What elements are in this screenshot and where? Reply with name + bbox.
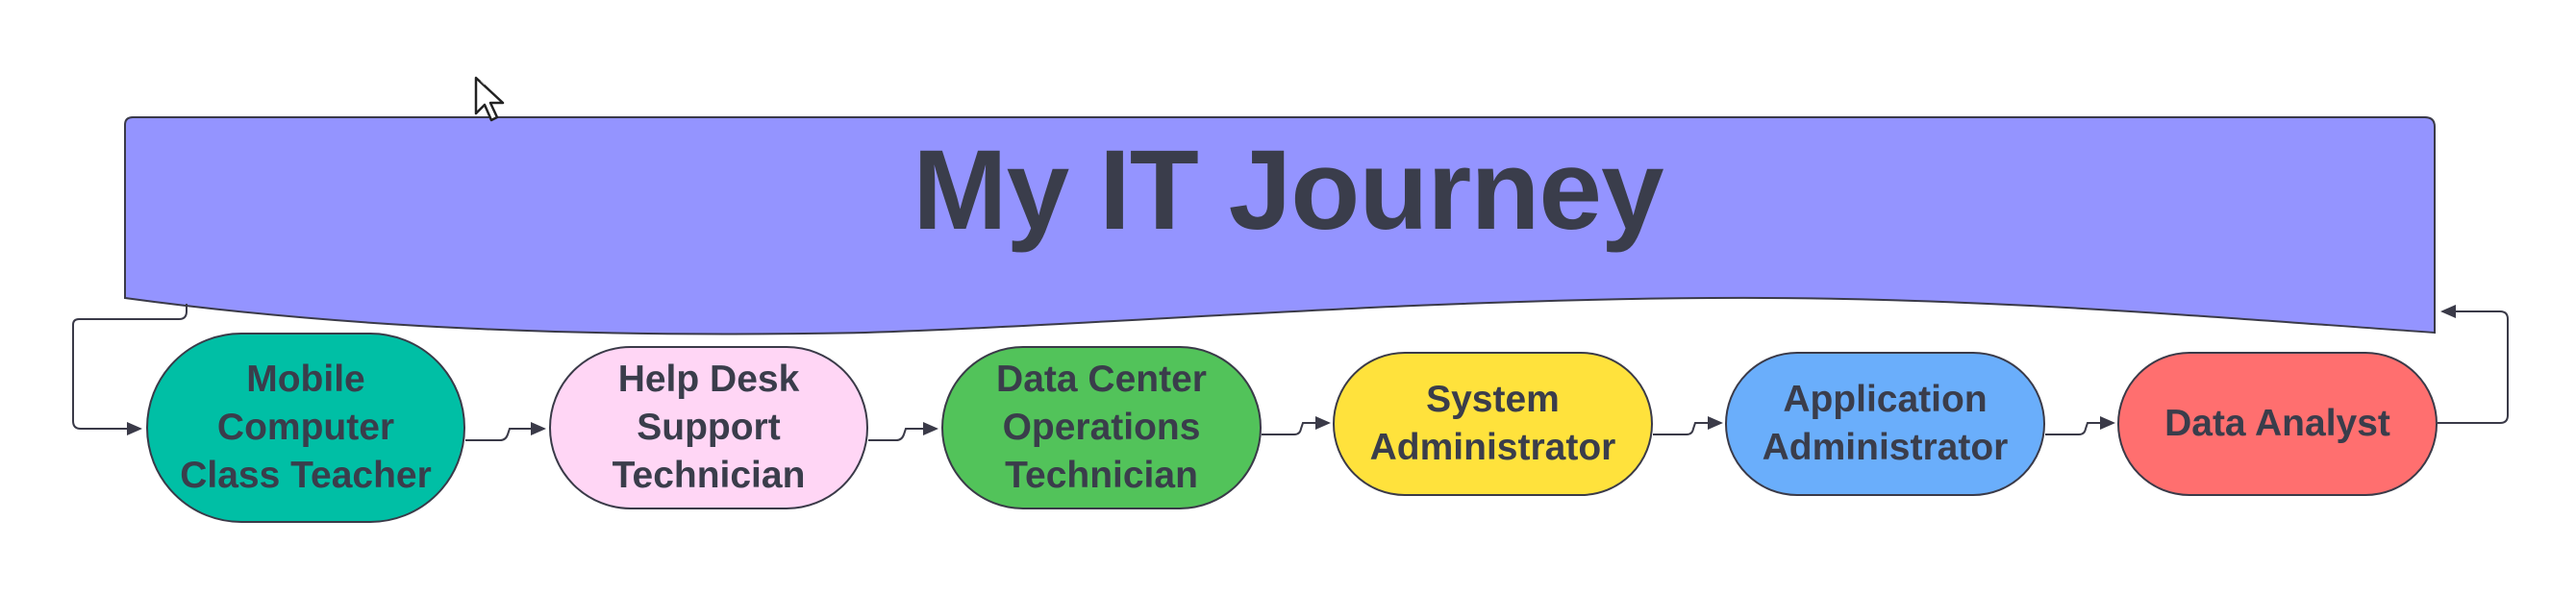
connector-5-6 [2045, 416, 2115, 435]
connector-1-2 [465, 422, 546, 441]
connector-2-3 [868, 422, 938, 441]
node-label: Data Center Operations Technician [996, 359, 1207, 496]
node-label: Application Administrator [1762, 379, 2009, 468]
node-mobile-computer-class-teacher[interactable]: Mobile Computer Class Teacher [146, 333, 465, 523]
title-banner [124, 116, 2436, 335]
connector-banner-1 [72, 304, 188, 435]
connector-3-4 [1262, 416, 1331, 435]
node-label: System Administrator [1369, 379, 1616, 468]
connector-4-5 [1653, 416, 1723, 435]
node-help-desk-support-technician[interactable]: Help Desk Support Technician [549, 346, 868, 509]
node-system-administrator[interactable]: System Administrator [1333, 352, 1653, 496]
node-data-center-operations-technician[interactable]: Data Center Operations Technician [941, 346, 1262, 509]
node-label: Help Desk Support Technician [612, 359, 806, 496]
node-label: Mobile Computer Class Teacher [180, 359, 432, 496]
node-application-administrator[interactable]: Application Administrator [1725, 352, 2045, 496]
mouse-pointer-icon [474, 76, 505, 122]
connector-6-banner [2438, 305, 2509, 424]
node-data-analyst[interactable]: Data Analyst [2117, 352, 2438, 496]
node-label: Data Analyst [2164, 403, 2390, 444]
page-title: My IT Journey [913, 127, 1663, 254]
